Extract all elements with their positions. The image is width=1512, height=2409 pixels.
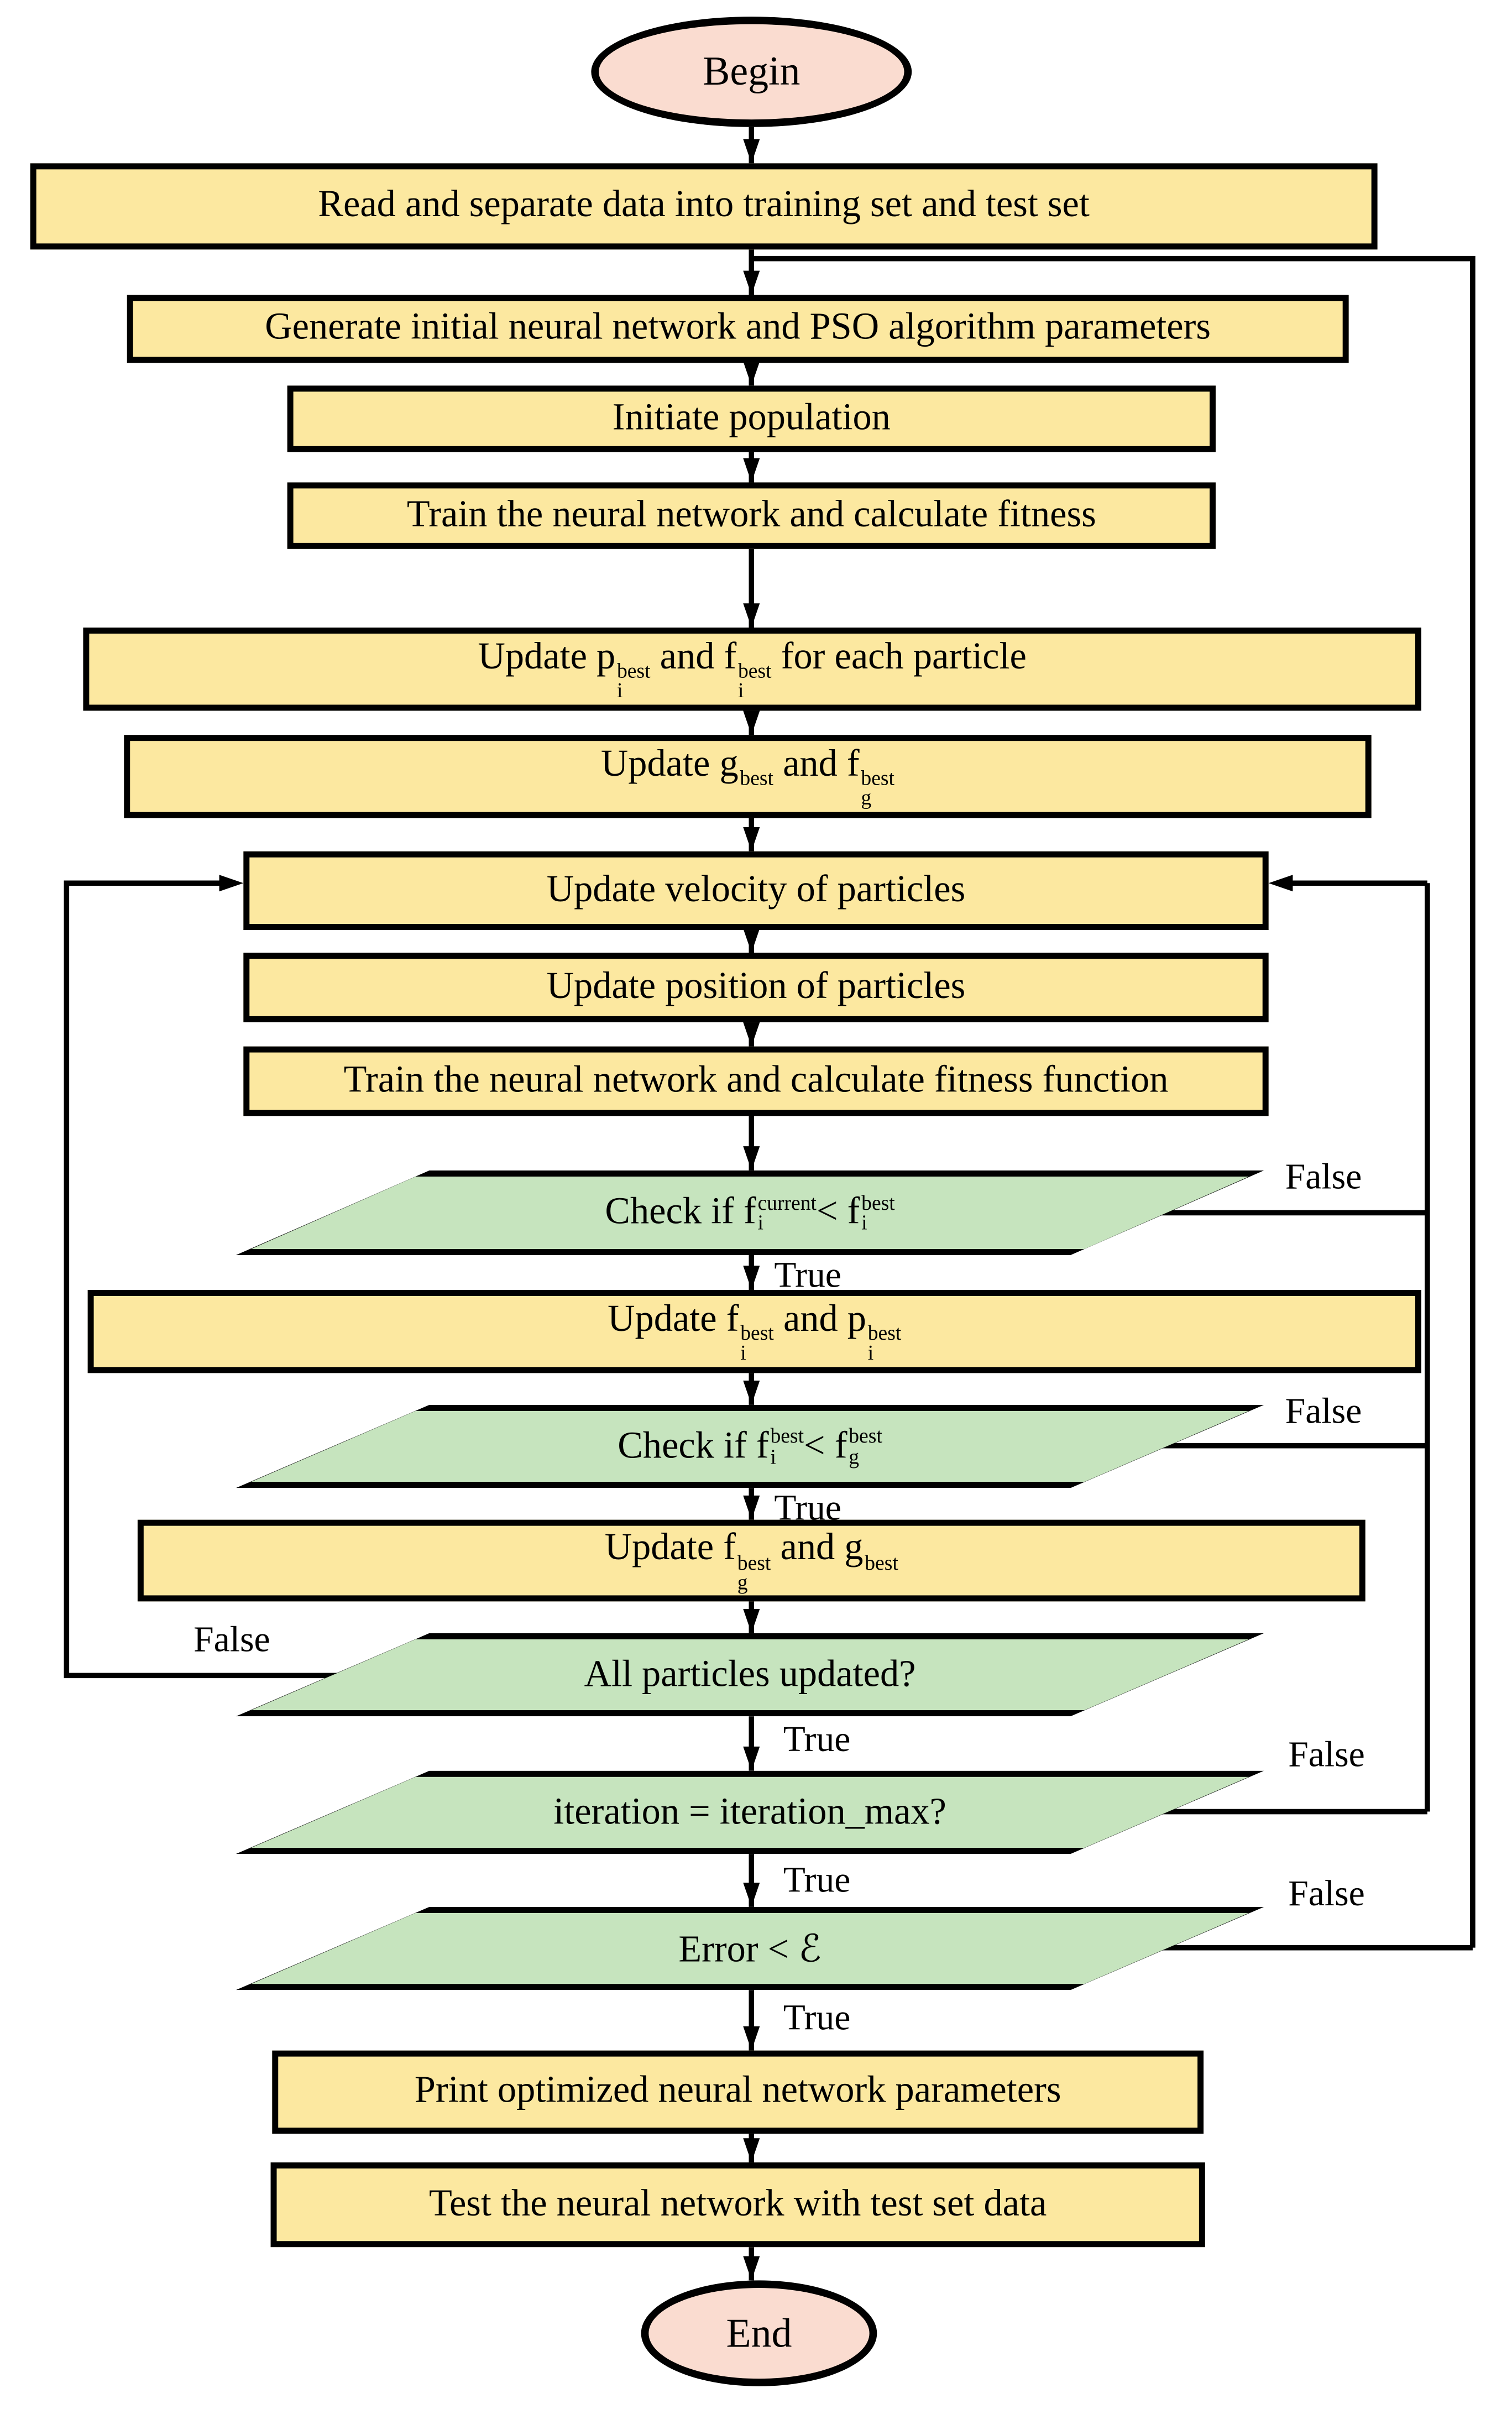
- process-generate-parameters: Generate initial neural network and PSO …: [127, 295, 1349, 363]
- parallelogram-fill: [251, 1777, 1249, 1848]
- process-initiate-population: Initiate population: [287, 385, 1216, 452]
- branch-label-false-1: False: [1285, 1158, 1362, 1198]
- node-label: Begin: [703, 49, 801, 95]
- node-label: Train the neural network and calculate f…: [406, 494, 1096, 535]
- node-label: Read and separate data into training set…: [318, 185, 1090, 226]
- node-label: Initiate population: [612, 397, 891, 438]
- process-train-calculate-fitness: Train the neural network and calculate f…: [287, 482, 1216, 549]
- node-label: Test the neural network with test set da…: [428, 2183, 1047, 2224]
- branch-label-false-3: False: [193, 1621, 270, 1661]
- node-label: iteration = iteration_max?: [553, 1791, 946, 1832]
- node-label: Update position of particles: [546, 966, 966, 1007]
- terminator-end: End: [641, 2280, 877, 2386]
- branch-label-true-5: True: [783, 1999, 851, 2039]
- process-train-fitness-function: Train the neural network and calculate f…: [243, 1046, 1269, 1116]
- node-label: End: [726, 2310, 792, 2356]
- process-read-data: Read and separate data into training set…: [30, 163, 1378, 250]
- parallelogram-fill: [251, 1639, 1249, 1711]
- branch-label-false-5: False: [1288, 1875, 1365, 1915]
- process-print-parameters: Print optimized neural network parameter…: [272, 2050, 1204, 2134]
- node-label: Error < ℰ: [678, 1929, 822, 1970]
- node-label: Generate initial neural network and PSO …: [265, 307, 1211, 349]
- node-label: Train the neural network and calculate f…: [343, 1059, 1169, 1101]
- branch-label-true-4: True: [783, 1861, 851, 1901]
- branch-label-false-4: False: [1288, 1736, 1365, 1775]
- process-test-network: Test the neural network with test set da…: [270, 2162, 1205, 2248]
- terminator-begin: Begin: [591, 17, 912, 127]
- branch-label-true-3: True: [783, 1721, 851, 1760]
- decision-all-particles-updated: All particles updated?: [236, 1633, 1264, 1716]
- branch-label-false-2: False: [1285, 1392, 1362, 1433]
- node-label: Update velocity of particles: [546, 869, 966, 911]
- node-label: Print optimized neural network parameter…: [414, 2071, 1061, 2112]
- parallelogram-fill: [251, 1177, 1249, 1249]
- node-label: All particles updated?: [584, 1653, 916, 1695]
- decision-iteration-max: iteration = iteration_max?: [236, 1771, 1264, 1854]
- process-update-velocity: Update velocity of particles: [243, 851, 1269, 931]
- parallelogram-fill: [251, 1913, 1249, 1984]
- branch-label-true-2: True: [774, 1489, 841, 1529]
- parallelogram-fill: [251, 1411, 1249, 1482]
- decision-error-epsilon: Error < ℰ: [236, 1907, 1264, 1990]
- process-update-position: Update position of particles: [243, 953, 1269, 1022]
- branch-label-true-1: True: [774, 1256, 841, 1296]
